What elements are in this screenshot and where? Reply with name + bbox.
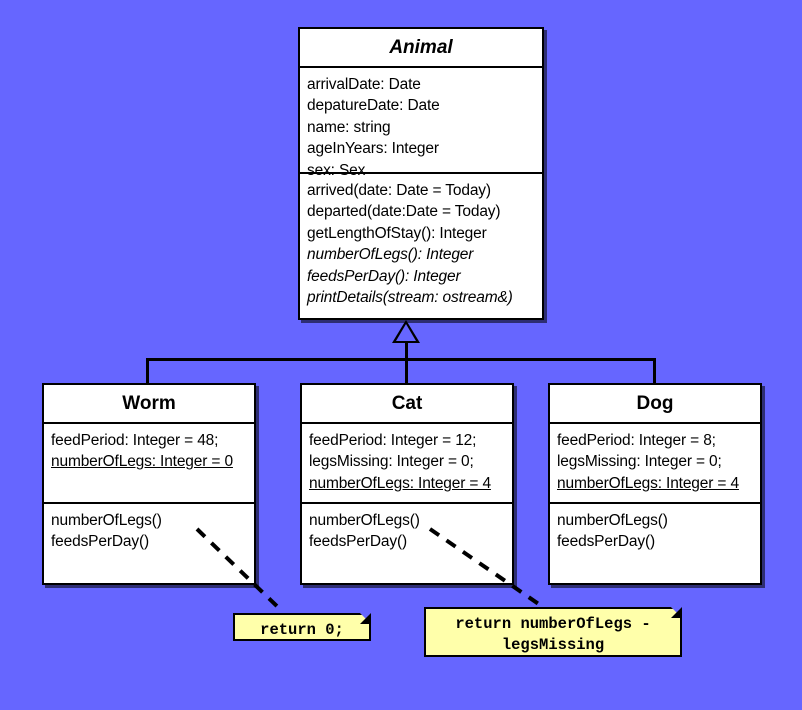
operation: numberOfLegs(): Integer <box>307 246 474 264</box>
operation: feedsPerDay() <box>557 533 655 551</box>
generalization-drop-dog <box>653 358 656 384</box>
operations-compartment-worm: numberOfLegs() feedsPerDay() <box>44 502 254 580</box>
generalization-triangle-fill <box>396 324 416 341</box>
note-anchor-line-worm <box>195 527 285 614</box>
operations-compartment-cat: numberOfLegs() feedsPerDay() <box>302 502 512 580</box>
generalization-drop-worm <box>146 358 149 384</box>
attribute: feedPeriod: Integer = 8; <box>557 432 716 449</box>
attributes-compartment-animal: arrivalDate: Date depatureDate: Date nam… <box>300 68 542 179</box>
note-fold-worm-icon <box>360 613 371 624</box>
operation: feedsPerDay() <box>51 533 149 551</box>
operation: numberOfLegs() <box>309 512 420 529</box>
note-cat[interactable]: return numberOfLegs - legsMissing <box>424 607 682 657</box>
attributes-compartment-dog: feedPeriod: Integer = 8; legsMissing: In… <box>550 424 760 502</box>
attributes-compartment-worm: feedPeriod: Integer = 48; numberOfLegs: … <box>44 424 254 502</box>
class-name-dog: Dog <box>550 385 760 424</box>
attribute-static: numberOfLegs: Integer = 4 <box>309 474 491 492</box>
generalization-drop-cat <box>405 358 408 384</box>
attribute: feedPeriod: Integer = 12; <box>309 432 477 449</box>
attribute: legsMissing: Integer = 0; <box>309 453 474 471</box>
class-box-dog[interactable]: Dog feedPeriod: Integer = 8; legsMissing… <box>548 383 762 585</box>
attribute-static: numberOfLegs: Integer = 0 <box>51 453 233 471</box>
operations-compartment-dog: numberOfLegs() feedsPerDay() <box>550 502 760 580</box>
operation: feedsPerDay(): Integer <box>307 267 461 285</box>
note-line: return 0; <box>260 621 344 639</box>
class-name-animal: Animal <box>300 29 542 68</box>
operation: departed(date:Date = Today) <box>307 203 501 221</box>
class-box-worm[interactable]: Worm feedPeriod: Integer = 48; numberOfL… <box>42 383 256 585</box>
generalization-bus <box>146 358 656 361</box>
attribute: arrivalDate: Date <box>307 76 421 93</box>
note-anchor-line-cat <box>428 527 545 609</box>
operation: numberOfLegs() <box>557 512 668 529</box>
attribute: depatureDate: Date <box>307 97 440 115</box>
class-name-worm: Worm <box>44 385 254 424</box>
attribute-static: numberOfLegs: Integer = 4 <box>557 474 739 492</box>
note-line: return numberOfLegs - <box>455 615 651 633</box>
class-box-animal[interactable]: Animal arrivalDate: Date depatureDate: D… <box>298 27 544 320</box>
attribute: sex: Sex <box>307 161 366 179</box>
operation: feedsPerDay() <box>309 533 407 551</box>
attribute: ageInYears: Integer <box>307 140 439 158</box>
class-name-cat: Cat <box>302 385 512 424</box>
attributes-compartment-cat: feedPeriod: Integer = 12; legsMissing: I… <box>302 424 512 502</box>
operation: numberOfLegs() <box>51 512 162 529</box>
operation: printDetails(stream: ostream&) <box>307 289 513 307</box>
operation: getLengthOfStay(): Integer <box>307 224 487 242</box>
attribute: name: string <box>307 118 391 136</box>
generalization-stem <box>405 343 408 361</box>
operations-compartment-animal: arrived(date: Date = Today) departed(dat… <box>300 172 542 316</box>
operation: arrived(date: Date = Today) <box>307 182 491 199</box>
attribute: legsMissing: Integer = 0; <box>557 453 722 471</box>
class-box-cat[interactable]: Cat feedPeriod: Integer = 12; legsMissin… <box>300 383 514 585</box>
note-worm[interactable]: return 0; <box>233 613 371 641</box>
attribute: feedPeriod: Integer = 48; <box>51 432 219 449</box>
note-fold-cat-icon <box>671 607 682 618</box>
note-line: legsMissing <box>501 636 605 654</box>
